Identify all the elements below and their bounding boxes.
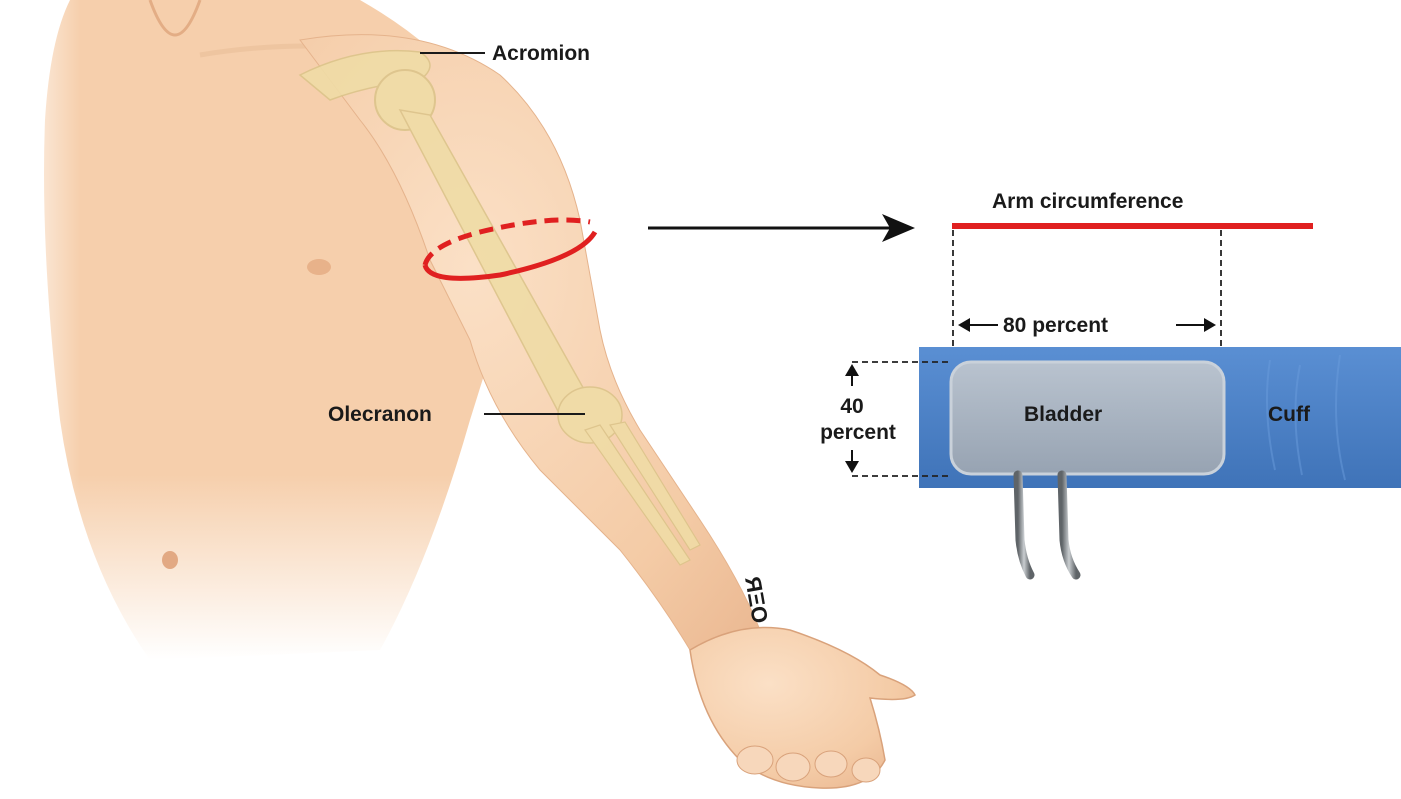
tube-left	[1018, 475, 1030, 575]
finger-3	[815, 751, 847, 777]
eighty-percent-dimension: 80 percent	[958, 314, 1216, 337]
tube-right	[1062, 475, 1076, 575]
eighty-percent-label: 80 percent	[1003, 314, 1108, 337]
nipple-mark	[307, 259, 331, 275]
navel-mark	[162, 551, 178, 569]
finger-2	[776, 753, 810, 781]
arm-circumference-label: Arm circumference	[992, 190, 1183, 213]
bladder-label: Bladder	[1024, 403, 1102, 426]
pointer-arrow	[648, 214, 915, 242]
forty-value-label: 40	[840, 395, 863, 418]
olecranon-label: Olecranon	[328, 403, 432, 426]
cuff-label: Cuff	[1268, 403, 1311, 426]
acromion-label: Acromion	[492, 42, 590, 65]
forty-unit-label: percent	[820, 421, 896, 444]
finger-4	[852, 758, 880, 782]
finger-1	[737, 746, 773, 774]
